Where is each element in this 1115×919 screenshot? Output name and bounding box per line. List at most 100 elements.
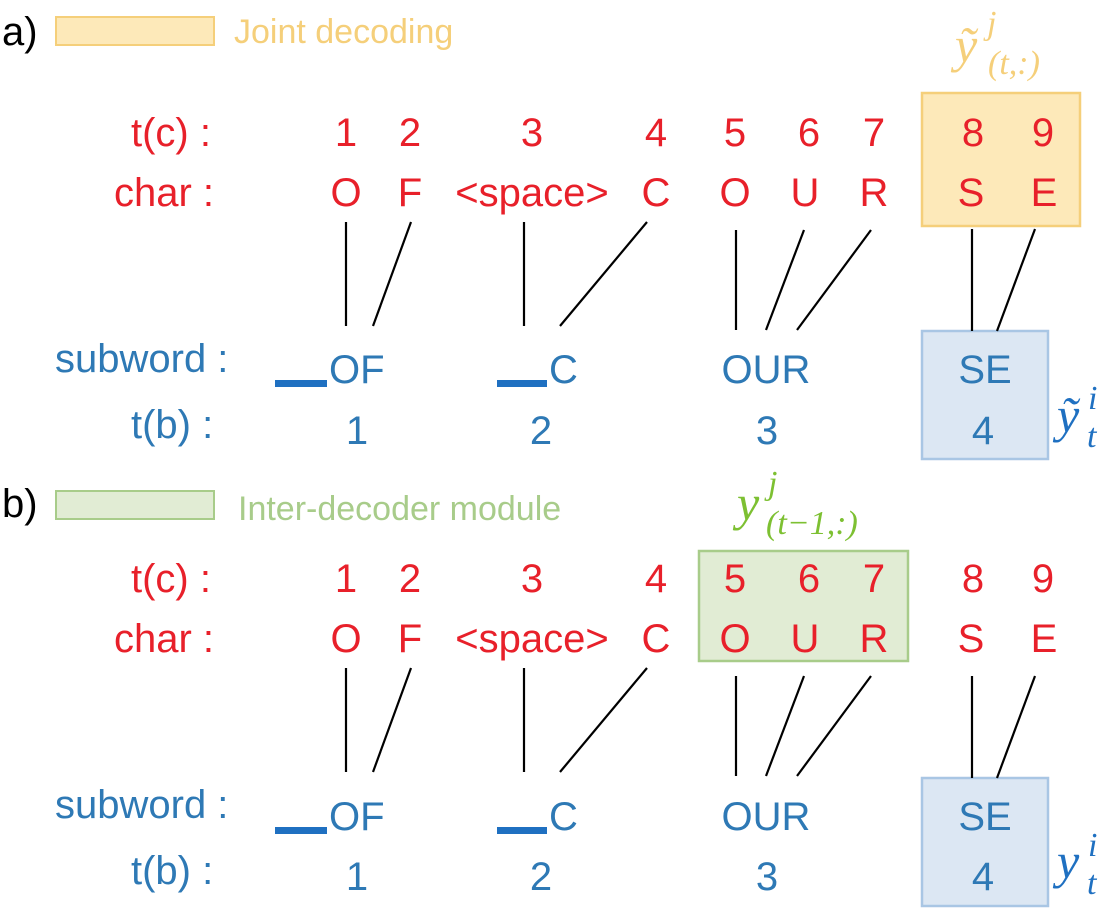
subword-boundary-marker bbox=[497, 827, 547, 834]
tc-index: 5 bbox=[724, 557, 746, 601]
char-cell: S bbox=[958, 617, 985, 661]
char-cell: R bbox=[860, 171, 889, 215]
subword-boundary-marker bbox=[497, 380, 547, 387]
tc-index: 6 bbox=[798, 557, 820, 601]
char-cell: E bbox=[1031, 617, 1058, 661]
tc-index: 2 bbox=[399, 557, 421, 601]
tb-index: 2 bbox=[530, 409, 552, 453]
char-cell: R bbox=[860, 617, 889, 661]
math-label-joint: ỹ j (t,:) bbox=[950, 5, 1040, 82]
math-sup: i bbox=[1088, 380, 1097, 417]
alignment-line bbox=[995, 228, 1037, 332]
subword-boundary-marker bbox=[275, 827, 327, 834]
subword-box-se bbox=[920, 329, 1050, 461]
math-label-subword-b: y i t bbox=[1052, 827, 1098, 902]
tb-index: 3 bbox=[756, 409, 778, 453]
alignment-line bbox=[796, 675, 872, 777]
tc-index: 1 bbox=[335, 557, 357, 601]
row-label-subword: subword : bbox=[55, 337, 228, 381]
tc-index: 3 bbox=[521, 111, 543, 155]
char-cell: F bbox=[398, 617, 422, 661]
char-cell: O bbox=[330, 171, 361, 215]
panel-a: a) Joint decoding t(c) : char : subword … bbox=[2, 5, 1098, 461]
tb-index: 1 bbox=[346, 409, 368, 453]
math-sub: t bbox=[1087, 865, 1098, 902]
math-sub: (t,:) bbox=[988, 45, 1040, 82]
alignment-line bbox=[995, 675, 1037, 779]
inter-decoder-box bbox=[697, 549, 910, 663]
tc-index: 5 bbox=[724, 111, 746, 155]
char-cell: O bbox=[719, 171, 750, 215]
math-sub: (t−1,:) bbox=[766, 505, 858, 542]
char-cell: F bbox=[398, 171, 422, 215]
char-cell: C bbox=[642, 617, 671, 661]
tc-index: 8 bbox=[962, 111, 984, 155]
tc-index: 7 bbox=[863, 557, 885, 601]
alignment-line bbox=[764, 675, 806, 777]
tb-index: 4 bbox=[972, 855, 994, 899]
math-sup: i bbox=[1088, 827, 1097, 864]
math-sub: t bbox=[1087, 418, 1098, 455]
panel-a-tag: a) bbox=[2, 10, 38, 54]
tc-index: 4 bbox=[645, 557, 667, 601]
tb-index: 4 bbox=[972, 409, 994, 453]
tc-index: 2 bbox=[399, 111, 421, 155]
tb-index: 2 bbox=[530, 855, 552, 899]
alignment-line bbox=[559, 667, 648, 773]
row-label-tc: t(c) : bbox=[131, 557, 211, 601]
row-label-char: char : bbox=[114, 171, 214, 215]
tc-index: 8 bbox=[962, 557, 984, 601]
tc-index: 3 bbox=[521, 557, 543, 601]
legend-swatch-inter-decoder bbox=[55, 490, 215, 520]
tc-index: 9 bbox=[1032, 557, 1054, 601]
subword-boundary-marker bbox=[275, 380, 327, 387]
math-base: y bbox=[1052, 833, 1080, 889]
math-sup: j bbox=[983, 5, 996, 42]
tb-index: 3 bbox=[756, 855, 778, 899]
legend-label-joint-decoding: Joint decoding bbox=[234, 13, 453, 51]
char-cell: O bbox=[330, 617, 361, 661]
legend-swatch-joint-decoding bbox=[55, 16, 215, 46]
subword-cell: OF bbox=[329, 795, 385, 839]
char-cell: <space> bbox=[455, 171, 608, 215]
alignment-line bbox=[371, 221, 413, 327]
alignment-line bbox=[371, 667, 413, 773]
alignment-line bbox=[764, 229, 806, 331]
math-label-subword-a: ỹ i t bbox=[1052, 380, 1098, 455]
joint-decoding-box bbox=[920, 91, 1082, 228]
row-label-char: char : bbox=[114, 617, 214, 661]
subword-cell: SE bbox=[958, 795, 1011, 839]
alignment-lines bbox=[344, 667, 1037, 779]
panel-b: b) Inter-decoder module t(c) : char : su… bbox=[2, 465, 1098, 908]
char-cell: O bbox=[719, 617, 750, 661]
subword-cell: OUR bbox=[722, 795, 811, 839]
math-base: ỹ bbox=[1052, 387, 1081, 443]
row-label-subword: subword : bbox=[55, 783, 228, 827]
char-cell: U bbox=[791, 171, 820, 215]
row-label-tb: t(b) : bbox=[131, 403, 213, 447]
math-label-inter-decoder: y j (t−1,:) bbox=[732, 465, 858, 542]
math-base: ỹ bbox=[950, 17, 979, 73]
tc-index: 1 bbox=[335, 111, 357, 155]
char-cell: U bbox=[791, 617, 820, 661]
subword-box-se bbox=[920, 776, 1050, 908]
panel-b-tag: b) bbox=[2, 482, 38, 526]
math-base: y bbox=[732, 475, 760, 531]
tc-index: 4 bbox=[645, 111, 667, 155]
alignment-lines bbox=[344, 221, 1037, 332]
row-label-tc: t(c) : bbox=[131, 111, 211, 155]
alignment-line bbox=[796, 229, 872, 331]
subword-cell: OUR bbox=[722, 348, 811, 392]
math-sup: j bbox=[764, 465, 777, 502]
tc-index: 9 bbox=[1032, 111, 1054, 155]
subword-cell: SE bbox=[958, 348, 1011, 392]
char-cell: <space> bbox=[455, 617, 608, 661]
char-cell: C bbox=[642, 171, 671, 215]
tb-index: 1 bbox=[346, 855, 368, 899]
tc-index: 6 bbox=[798, 111, 820, 155]
row-label-tb: t(b) : bbox=[131, 849, 213, 893]
tc-index: 7 bbox=[863, 111, 885, 155]
subword-cell: C bbox=[549, 795, 578, 839]
legend-label-inter-decoder: Inter-decoder module bbox=[238, 490, 561, 528]
